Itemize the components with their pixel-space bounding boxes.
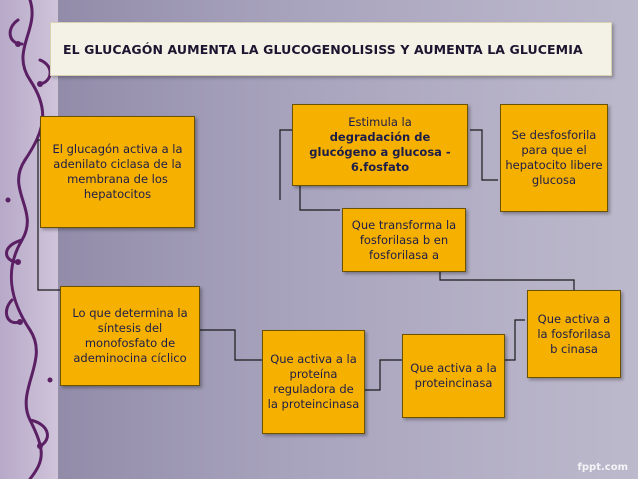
box-activa-fosforilasa-b-cinasa: Que activa a la fosforilasa b cinasa — [527, 290, 621, 378]
connector-b8-b6 — [505, 319, 525, 361]
connector-b5-b7 — [200, 329, 262, 361]
connector-b4-b2 — [299, 185, 340, 211]
box-estimula-degradacion: Estimula la degradación de glucógeno a g… — [292, 104, 468, 186]
box-desfosforila: Se desfosforila para que el hepatocito l… — [500, 104, 608, 212]
box-fosforilasa-cinasa-text: Que activa a la fosforilasa b cinasa — [537, 311, 611, 356]
connector-b2-b3 — [470, 129, 498, 181]
box-sintesis-monofosfato: Lo que determina la síntesis del monofos… — [60, 286, 200, 386]
connector-b2-left — [279, 129, 292, 200]
box-activa-proteina-reguladora: Que activa a la proteína reguladora de l… — [262, 330, 365, 434]
box-proteincinasa-text: Que activa a la proteincinasa — [410, 361, 497, 390]
box-glucagon-activa-text: El glucagón activa a la adenilato ciclas… — [52, 142, 183, 201]
box-estimula-line1: Estimula la — [348, 115, 412, 129]
box-desfosforila-text: Se desfosforila para que el hepatocito l… — [505, 128, 603, 187]
connector-b7-b8 — [365, 359, 402, 391]
box-estimula-line2: degradación de glucógeno a glucosa - 6.f… — [309, 130, 451, 174]
slide-title: EL GLUCAGÓN AUMENTA LA GLUCOGENOLISISS Y… — [63, 41, 583, 57]
box-transforma-text: Que transforma la fosforilasa b en fosfo… — [351, 217, 457, 262]
box-sintesis-text: Lo que determina la síntesis del monofos… — [72, 306, 188, 365]
connector-b6-b4 — [439, 270, 575, 290]
title-bar: EL GLUCAGÓN AUMENTA LA GLUCOGENOLISISS Y… — [50, 22, 612, 76]
box-glucagon-activa: El glucagón activa a la adenilato ciclas… — [40, 116, 195, 228]
decorative-swirl-ornament — [4, 0, 53, 479]
box-transforma-fosforilasa: Que transforma la fosforilasa b en fosfo… — [342, 208, 466, 272]
box-proteina-reguladora-text: Que activa a la proteína reguladora de l… — [267, 352, 360, 411]
box-activa-proteincinasa: Que activa a la proteincinasa — [402, 334, 505, 418]
watermark-text: fppt.com — [577, 462, 628, 473]
